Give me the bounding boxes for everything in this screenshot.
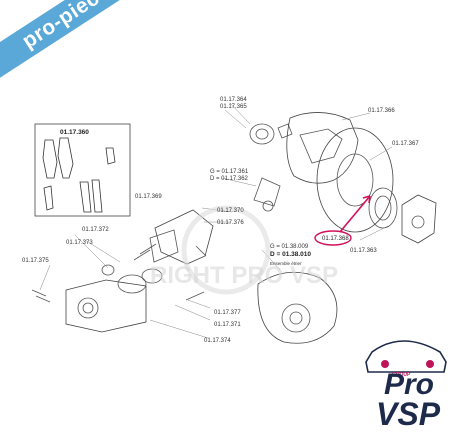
logo-text-top: Pro (384, 368, 435, 401)
label-assembly: Ensemble étrier (270, 261, 302, 266)
brake-disc (316, 127, 394, 233)
label-377: 01.17.377 (214, 310, 241, 316)
bleed-cap (101, 264, 115, 276)
label-364: 01.17.364 (220, 97, 247, 103)
brake-pad-6 (105, 147, 116, 165)
bracket-arm (149, 229, 179, 263)
label-376: 01.17.376 (217, 220, 244, 226)
disc-hub (336, 153, 374, 207)
watermark-center-text: RIGHT PRO VSP (150, 262, 339, 289)
bearing-inner (255, 128, 269, 140)
caliper-bolt (185, 291, 205, 301)
guide-pins (133, 243, 157, 261)
balljoint (262, 200, 274, 212)
caliper-body (65, 279, 147, 333)
watermark-ring (181, 205, 271, 295)
leader-lines (39, 102, 393, 339)
assembly-hub-center (289, 311, 303, 325)
bleed-screw (31, 289, 51, 303)
label-d362: D = 01.17.362 (210, 176, 248, 182)
label-365: 01.17.365 (220, 104, 247, 110)
label-373: 01.17.373 (66, 240, 93, 246)
brake-pad-4 (91, 179, 103, 213)
logo-group-tag: GROUP (392, 372, 411, 378)
label-368: 01.17.368 (322, 236, 349, 242)
steering-arm (253, 177, 281, 207)
piston-seal (117, 274, 147, 294)
seal-ring-inner (374, 195, 392, 221)
label-371: 01.17.371 (214, 322, 241, 328)
highlight-circle (314, 230, 352, 246)
label-369: 01.17.369 (135, 194, 162, 200)
label-363: 01.17.363 (350, 248, 377, 254)
brake-pad-5 (43, 185, 54, 211)
brake-pad-1 (42, 139, 58, 179)
assembly-hub (281, 303, 311, 333)
label-g009: G = 01.38.009 (270, 244, 309, 250)
hub-assembly (257, 271, 338, 344)
label-d010: D = 01.38.010 (270, 251, 312, 258)
bracket-bolt (195, 245, 207, 257)
label-370: 01.17.370 (217, 208, 244, 214)
label-372: 01.17.372 (82, 227, 109, 233)
highlight-arrow (339, 195, 371, 233)
brake-pad-3 (79, 181, 92, 213)
label-375: 01.17.375 (22, 258, 49, 264)
brake-pad-2 (57, 137, 74, 179)
knuckle-housing (286, 112, 359, 184)
bearing-ring (249, 123, 275, 145)
hub-center (411, 215, 425, 229)
label-366: 01.17.366 (368, 108, 395, 114)
dust-boot (141, 268, 163, 284)
caliper-piston (77, 297, 99, 319)
logo-car-icon (365, 340, 447, 373)
logo-text-bottom: VSP (376, 396, 441, 432)
brake-pads-group (42, 137, 116, 213)
highlight-arrowhead (362, 195, 371, 204)
piston-inner (82, 302, 94, 314)
caliper-bracket (154, 209, 214, 265)
inset-title: 01.17.360 (60, 129, 89, 136)
seal-ring (368, 187, 398, 229)
knuckle-detail (299, 128, 343, 164)
bearing-cup (277, 123, 293, 139)
label-g361: G = 01.17.361 (210, 169, 249, 175)
wheel-hub-flange (401, 194, 437, 244)
pad-kit-inset-box (34, 123, 131, 217)
label-367: 01.17.367 (392, 141, 419, 147)
label-374: 01.17.374 (204, 338, 231, 344)
